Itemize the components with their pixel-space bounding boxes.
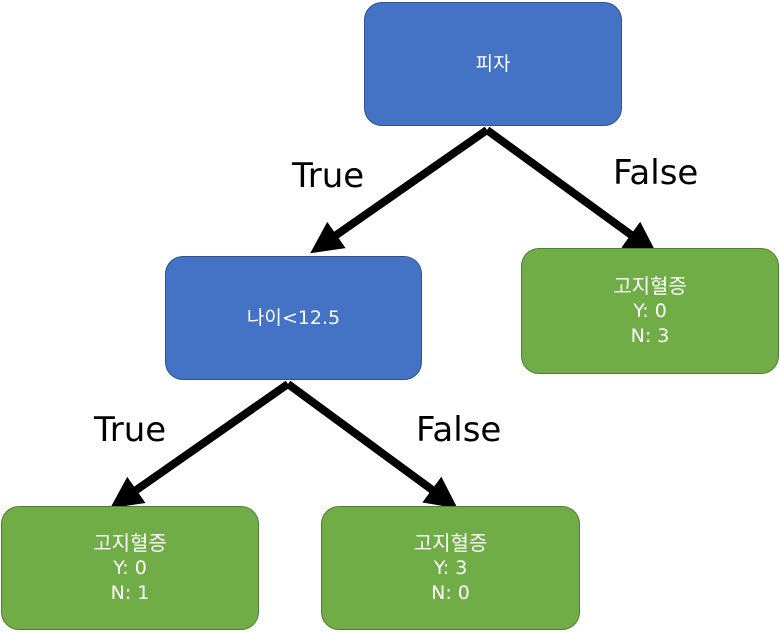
leaf-lr-title: 고지혈증: [413, 531, 488, 555]
edge-age-true: [110, 380, 291, 509]
leaf-node-left-right: 고지혈증 Y: 3 N: 0: [321, 506, 580, 630]
leaf-lr-y-count: Y: 3: [433, 557, 468, 579]
edge-label-root-true: True: [292, 156, 365, 196]
edge-root-true: [310, 126, 490, 254]
edge-label-age-false: False: [416, 410, 502, 450]
edge-label-age-true: True: [94, 410, 167, 450]
leaf-right-n-count: N: 3: [630, 325, 670, 347]
leaf-lr-n-count: N: 0: [431, 582, 470, 604]
edge-root-false: [484, 126, 657, 254]
leaf-right-title: 고지혈증: [613, 274, 687, 298]
age-decision-node: 나이<12.5: [165, 256, 422, 380]
root-node-label: 피자: [475, 53, 511, 75]
leaf-ll-title: 고지혈증: [93, 531, 167, 555]
root-decision-node: 피자: [364, 2, 622, 126]
edge-label-root-false: False: [613, 153, 699, 193]
edge-age-false: [285, 380, 458, 509]
leaf-ll-y-count: Y: 0: [113, 557, 147, 579]
leaf-node-right: 고지혈증 Y: 0 N: 3: [521, 248, 779, 374]
leaf-right-y-count: Y: 0: [633, 300, 667, 322]
leaf-node-left-left: 고지혈증 Y: 0 N: 1: [1, 506, 259, 630]
leaf-ll-n-count: N: 1: [110, 582, 150, 604]
age-node-label: 나이<12.5: [246, 307, 341, 329]
